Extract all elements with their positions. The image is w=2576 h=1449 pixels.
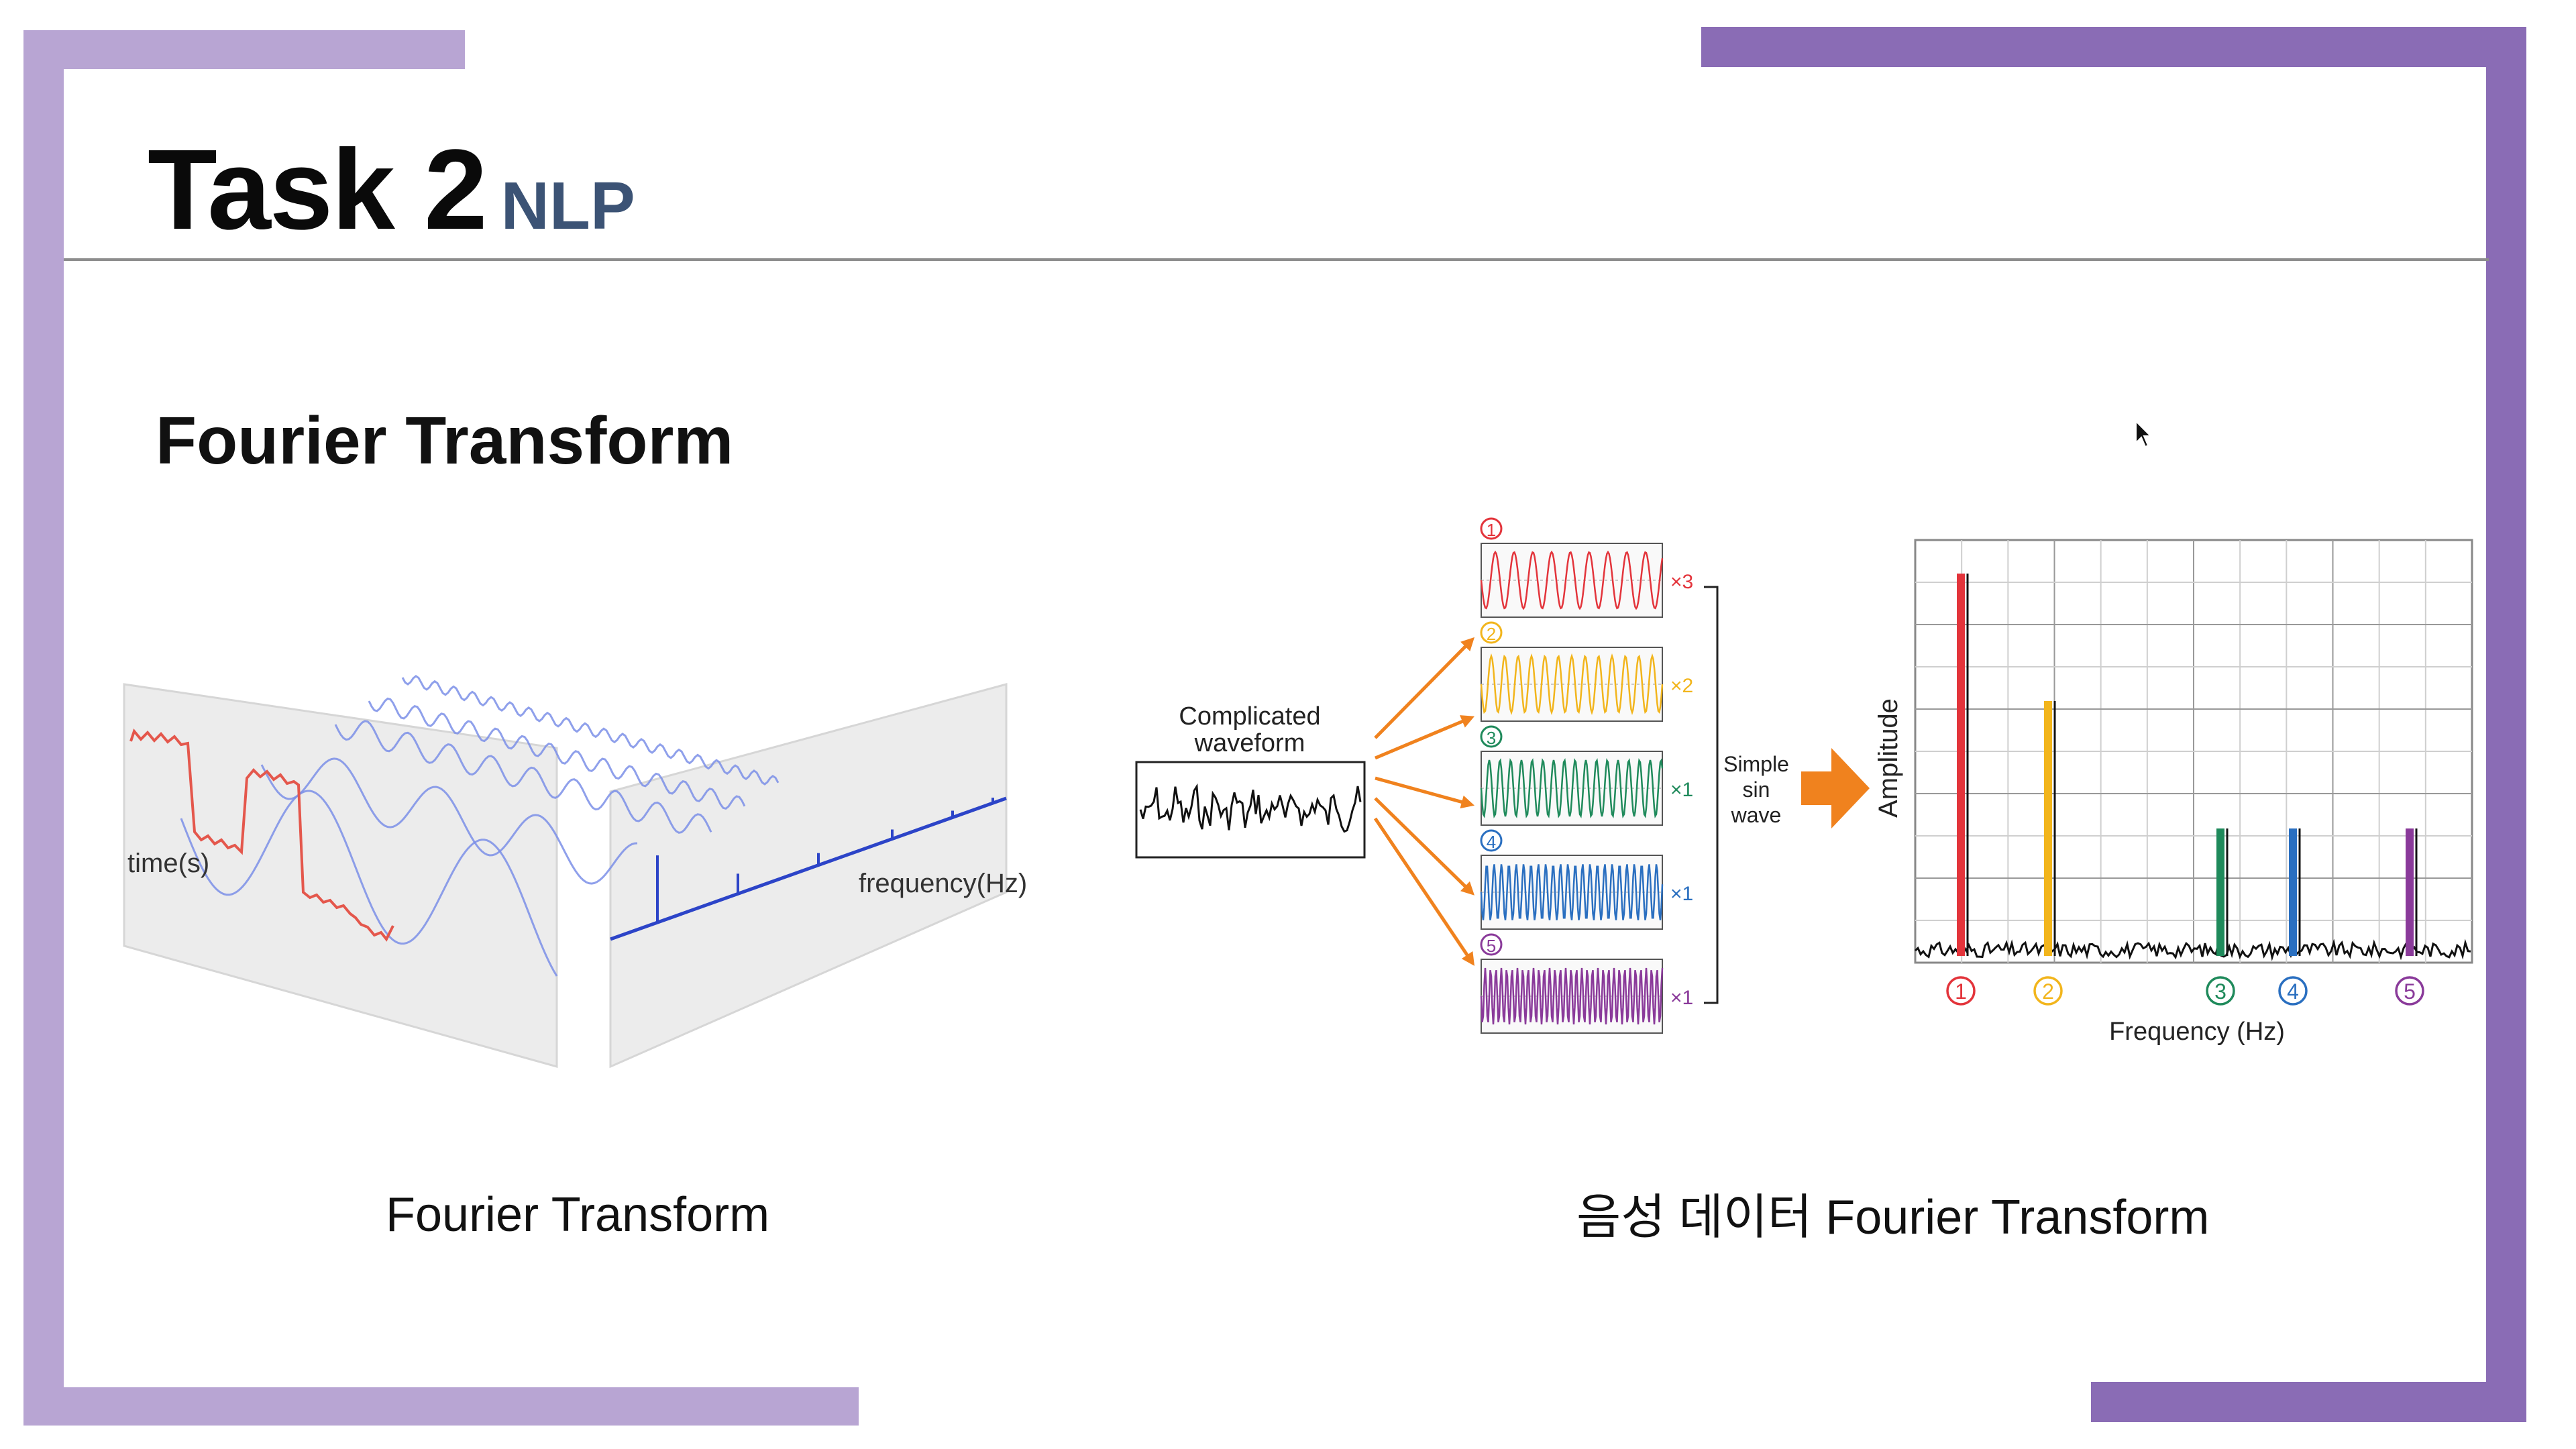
frame-top-right-bar [1701, 27, 2526, 67]
spectrum-marker-label-4: 4 [2287, 979, 2299, 1004]
sine-component-5: 5 ×1 [1480, 933, 1693, 1034]
sum-bracket [1704, 586, 1719, 1004]
speech-fourier-diagram: Complicated waveform 1 ×3 2 ×2 3 ×1 4 ×1 5 ×1 Sim… [1135, 517, 2473, 1046]
component-marker-1 [1480, 517, 1503, 540]
spectrum-marker-2 [2033, 976, 2063, 1006]
section-heading: Fourier Transform [156, 403, 734, 478]
decomposition-arrows [1373, 637, 1474, 966]
arrowhead-5 [1461, 951, 1474, 966]
subtitle-text: NLP [500, 168, 635, 244]
arrowhead-1 [1460, 637, 1474, 651]
fourier-3d-illustration: time(s) frequency(Hz) [123, 674, 1027, 1069]
sine-wave-4 [1480, 864, 1664, 920]
left-figure-caption: Fourier Transform [386, 1188, 770, 1242]
spectrum-peak-4 [2289, 828, 2297, 956]
frequency-plane [609, 683, 1008, 1069]
input-label-line2: waveform [1194, 729, 1305, 757]
frame-bottom-left-bar [23, 1387, 859, 1426]
header-divider [64, 258, 2489, 261]
component-wave-1 [180, 790, 558, 977]
decomposition-arrow-4 [1374, 797, 1469, 890]
sine-component-3: 3 ×1 [1480, 725, 1693, 826]
spectrum-peak-5 [2406, 828, 2414, 956]
spectrum-marker-1 [1946, 976, 1976, 1006]
frequency-axis-label: Frequency (Hz) [2109, 1018, 2285, 1046]
frequency-spikes [656, 798, 994, 923]
complicated-waveform [1139, 783, 1362, 833]
component-marker-label-2: 2 [1487, 624, 1496, 644]
arrowhead-2 [1460, 715, 1474, 728]
component-marker-label-3: 3 [1487, 728, 1496, 748]
component-marker-4 [1480, 829, 1503, 852]
spectrum-peak-3 [2216, 828, 2224, 956]
component-marker-2 [1480, 621, 1503, 644]
spectrum-marker-label-5: 5 [2404, 979, 2416, 1004]
time-plane [123, 683, 558, 1068]
square-wave-signal [129, 728, 394, 942]
component-marker-label-4: 4 [1487, 832, 1496, 852]
decomposition-arrow-2 [1375, 717, 1468, 760]
component-multiplier-1: ×3 [1670, 571, 1693, 593]
spectrum-marker-4 [2278, 976, 2308, 1006]
noise-floor [1914, 938, 2471, 961]
decomposition-arrow-3 [1375, 776, 1468, 806]
sine-component-4: 4 ×1 [1480, 829, 1693, 930]
amplitude-label: Amplitude [1874, 698, 1903, 818]
sine-component-2: 2 ×2 [1480, 621, 1693, 722]
arrowhead-3 [1460, 795, 1474, 809]
right-figure-caption: 음성 데이터 Fourier Transform [1576, 1191, 2210, 1244]
input-label-line1: Complicated [1179, 702, 1320, 731]
spectrum-marker-label-3: 3 [2214, 979, 2226, 1004]
sine-wave-5 [1480, 967, 1664, 1025]
component-wave-5 [401, 674, 780, 786]
decomposition-arrow-5 [1373, 817, 1470, 957]
sum-label-line2: sin [1743, 777, 1770, 802]
complicated-waveform-box [1135, 761, 1366, 859]
component-wave-4 [368, 697, 746, 810]
sine-components: 1 ×3 2 ×2 3 ×1 4 ×1 5 ×1 [1480, 517, 1693, 1034]
frame-bottom-right-bar [2091, 1382, 2526, 1422]
component-marker-3 [1480, 725, 1503, 748]
sine-wave-2 [1480, 653, 1664, 716]
component-wave-3 [334, 720, 712, 834]
component-marker-label-1: 1 [1487, 520, 1496, 540]
component-multiplier-3: ×1 [1670, 779, 1693, 801]
decomposition-arrow-1 [1374, 643, 1469, 739]
sine-wave-1 [1480, 550, 1664, 610]
sine-component-1: 1 ×3 [1480, 517, 1693, 618]
spectrum-peak-2 [2044, 701, 2052, 956]
frequency-axis-label: frequency(Hz) [859, 869, 1027, 898]
sine-wave-3 [1480, 758, 1664, 818]
spectrum-peak-markers: 1 2 3 4 5 [1946, 976, 2424, 1006]
component-sine-waves [180, 674, 780, 977]
sum-label-line3: wave [1731, 803, 1782, 827]
title-text: Task 2 [148, 126, 488, 254]
spectrum-grid [1914, 539, 2473, 964]
frame-left-bar [23, 30, 64, 1426]
sum-label-line1: Simple [1723, 752, 1789, 776]
arrowhead-4 [1460, 881, 1474, 896]
slide-title: Task 2 NLP [148, 124, 635, 256]
frame-top-left-bar [23, 30, 465, 69]
spectrum-marker-label-2: 2 [2042, 979, 2054, 1004]
spectrum-marker-5 [2395, 976, 2424, 1006]
time-axis-label: time(s) [127, 849, 209, 878]
spectrum-marker-3 [2206, 976, 2235, 1006]
spectrum-peaks [1957, 574, 2418, 956]
component-multiplier-2: ×2 [1670, 675, 1693, 697]
component-wave-2 [260, 757, 638, 885]
transform-arrow [1801, 748, 1870, 828]
component-marker-5 [1480, 933, 1503, 956]
component-multiplier-5: ×1 [1670, 987, 1693, 1009]
spectrum-peak-1 [1957, 574, 1965, 956]
spectrum-marker-label-1: 1 [1955, 979, 1967, 1004]
component-marker-label-5: 5 [1487, 936, 1496, 956]
frame-right-bar [2486, 27, 2526, 1422]
component-multiplier-4: ×1 [1670, 883, 1693, 905]
mouse-pointer-icon [2136, 421, 2152, 448]
frequency-axis [610, 796, 1007, 941]
